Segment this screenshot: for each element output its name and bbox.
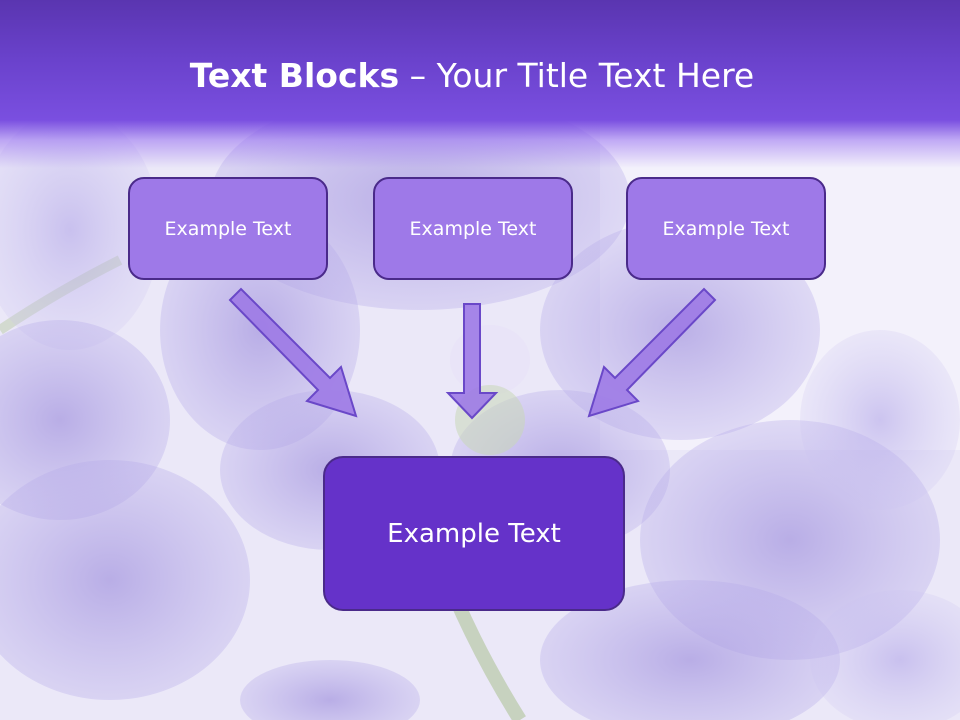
arrow-right-to-center (587, 287, 717, 418)
title-rest: Your Title Text Here (436, 56, 755, 95)
text-block-3-label: Example Text (662, 217, 790, 240)
text-block-2[interactable]: Example Text (373, 177, 573, 280)
title-dash: – (399, 56, 437, 95)
slide-title: Text Blocks – Your Title Text Here (0, 52, 944, 100)
text-block-3[interactable]: Example Text (626, 177, 826, 280)
arrow-middle-to-center (445, 303, 499, 420)
text-block-1-label: Example Text (164, 217, 292, 240)
text-block-2-label: Example Text (409, 217, 537, 240)
arrow-left-to-center (228, 287, 358, 418)
main-text-block-label: Example Text (387, 518, 561, 549)
title-bar: Text Blocks – Your Title Text Here (0, 0, 960, 168)
title-bold-part: Text Blocks (189, 56, 400, 95)
main-text-block[interactable]: Example Text (323, 456, 625, 611)
text-block-1[interactable]: Example Text (128, 177, 328, 280)
